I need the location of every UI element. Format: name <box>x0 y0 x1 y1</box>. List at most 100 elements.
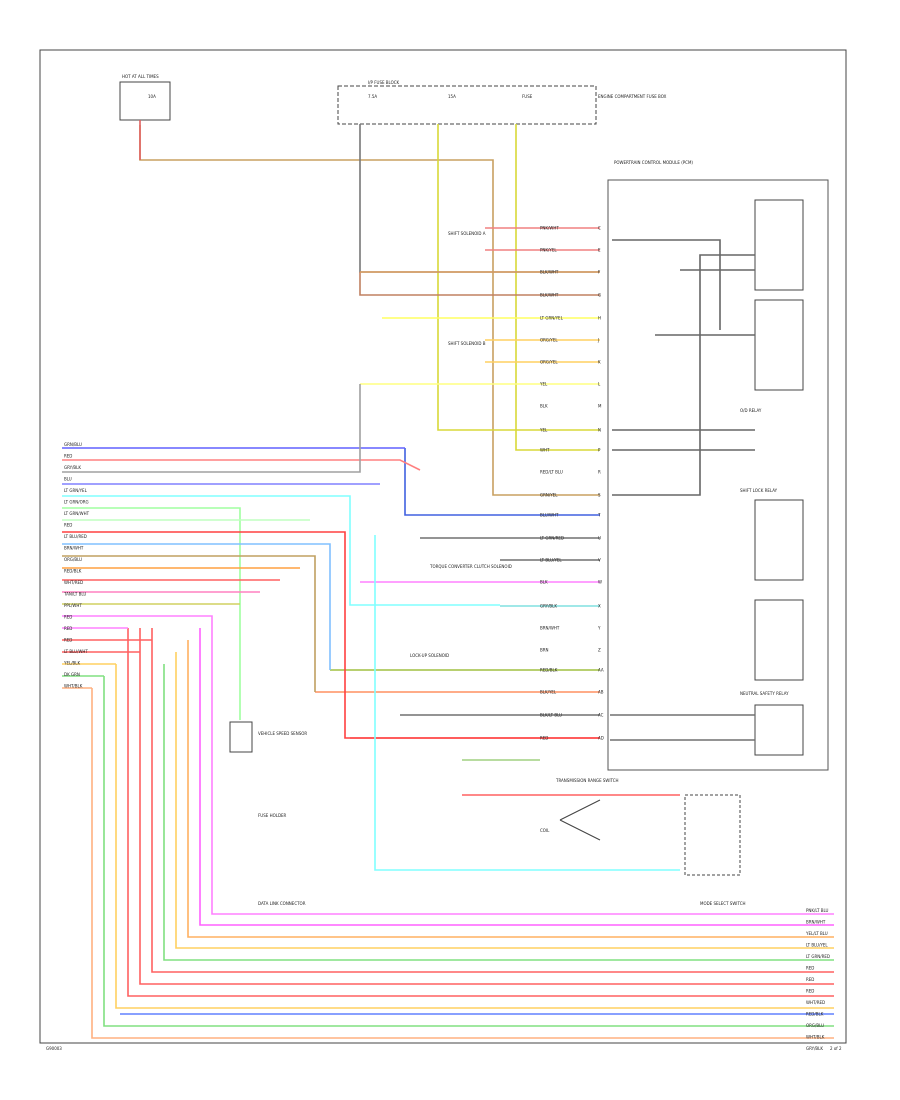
pcm-wire-label: BLU/WHT <box>540 513 559 518</box>
hot-at-all-times-fuse: HOT AT ALL TIMES 10A <box>119 74 171 121</box>
pcm-wire-label: GRY/BLK <box>540 604 557 609</box>
fuse-15a-label: 15A <box>448 94 456 99</box>
left-wire-label: RED <box>64 523 72 528</box>
left-wire-label: GRY/BLK <box>64 465 81 470</box>
pcm-wire-label: ORG/YEL <box>540 338 558 343</box>
left-wire-label: RED <box>64 638 72 643</box>
pcm-pin-wires <box>315 227 600 739</box>
pcm-pin-label: P <box>598 448 601 453</box>
pcm-pin-label: M <box>598 404 602 409</box>
pcm-pin-label: L <box>598 382 601 387</box>
pcm-pin-label: N <box>598 428 601 433</box>
left-wire-label: LT GRN/WHT <box>64 511 90 516</box>
pcm-pin-label: U <box>598 536 601 541</box>
left-wire-label: RED/BLK <box>64 569 82 574</box>
right-wire-label: WHT/BLK <box>806 1035 825 1040</box>
mode-switch: MODE SELECT SWITCH <box>684 794 746 906</box>
pcm-wire-label: LT GRN/YEL <box>540 316 564 321</box>
pcm-pin-label: AB <box>598 690 604 695</box>
neutral-relay-label: NEUTRAL SAFETY RELAY <box>740 691 789 696</box>
pcm-pin-label: W <box>598 580 602 585</box>
right-wire-label: RED/BLK <box>806 1012 824 1017</box>
engine-compartment-label: ENGINE COMPARTMENT FUSE BOX <box>598 94 667 99</box>
hot-at-all-times-label: HOT AT ALL TIMES <box>122 74 159 79</box>
right-wire-label: WHT/RED <box>806 1000 825 1005</box>
pcm-pin-label: T <box>597 513 601 518</box>
diagram-frame <box>39 49 847 1044</box>
pcm-pin-label: Z <box>598 648 601 653</box>
pcm-pin-label: AA <box>598 668 604 673</box>
right-wire-label: RED <box>806 989 814 994</box>
pcm-wire-label: YEL <box>539 382 548 387</box>
pcm-wire-label: BLK <box>540 580 548 585</box>
left-wire-label: LT BLU/RED <box>64 534 87 539</box>
pcm-wire-label: BRN/WHT <box>540 626 560 631</box>
pcm-wire-label: BRN <box>540 648 549 653</box>
left-wire-label: ORG/BLU <box>64 557 82 562</box>
pcm-wire-label: PNK/YEL <box>540 248 557 253</box>
left-wire-label: LT GRN/YEL <box>64 488 88 493</box>
left-wire-label: RED <box>64 615 72 620</box>
right-wire-label: ORG/BLU <box>806 1023 824 1028</box>
pcm-pin-label: H <box>598 316 601 321</box>
pcm-label: POWERTRAIN CONTROL MODULE (PCM) <box>614 160 693 165</box>
tr-switch: COIL TRANSMISSION RANGE SWITCH <box>540 778 619 841</box>
left-wire-label: YEL/BLK <box>63 661 81 666</box>
left-wire-label: DK GRN <box>64 672 80 677</box>
pcm-wire-label: LT BLU/YEL <box>540 558 562 563</box>
pcm-wire-label: WHT <box>540 448 550 453</box>
bottom-bus-wires <box>62 627 834 1039</box>
left-wire-label: WHT/RED <box>64 580 83 585</box>
pcm-pin-label: J <box>597 338 599 343</box>
left-wire-label: RED <box>64 626 72 631</box>
pcm-wire-label: ORG/YEL <box>540 360 558 365</box>
pcm-wire-label: BLK/YEL <box>540 690 557 695</box>
speed-sensor-label: VEHICLE SPEED SENSOR <box>258 731 307 736</box>
pcm-wire-label: BLK <box>540 404 548 409</box>
right-wire-label: GRY/BLK <box>806 1046 823 1051</box>
right-wire-label: PNK/LT BLU <box>806 908 829 913</box>
coil-label: COIL <box>540 828 550 833</box>
speed-sensor: VEHICLE SPEED SENSOR <box>229 721 307 753</box>
left-wire-label: RED <box>64 454 72 459</box>
shift-solenoid-b-label: SHIFT SOLENOID B <box>448 341 486 346</box>
relay-switches: O/D RELAY SHIFT LOCK RELAY NEUTRAL SAFET… <box>740 199 804 756</box>
pcm-wire-label: RED <box>540 736 548 741</box>
pcm-pin-label: G <box>598 293 601 298</box>
feed-wires <box>139 120 600 496</box>
o2-relay-label: O/D RELAY <box>740 408 762 413</box>
left-wire-label: TAN/LT BLU <box>63 592 86 597</box>
footer-code: G90003 <box>46 1046 62 1051</box>
fuse-7-5a-label: 7.5A <box>368 94 377 99</box>
right-wire-label: BRN/WHT <box>806 920 826 925</box>
ip-fuse-block-label: I/P FUSE BLOCK <box>368 80 400 85</box>
pcm-wire-label: LT GRN/RED <box>540 536 564 541</box>
mode-switch-label: MODE SELECT SWITCH <box>700 901 746 906</box>
data-link-label: DATA LINK CONNECTOR <box>258 901 306 906</box>
pcm-wire-label: PNK/WHT <box>540 226 559 231</box>
lock-up-solenoid-label: LOCK-UP SOLENOID <box>410 653 449 658</box>
pcm-pin-label: V <box>598 558 601 563</box>
right-wire-label: RED <box>806 977 814 982</box>
tr-switch-label: TRANSMISSION RANGE SWITCH <box>555 778 619 783</box>
pcm-wire-label: GRN/YEL <box>540 493 558 498</box>
ip-fuse-block: I/P FUSE BLOCK 7.5A 15A FUSE ENGINE COMP… <box>337 80 667 125</box>
left-wire-label: WHT/BLK <box>64 684 83 689</box>
pcm-pin-label: E <box>598 248 601 253</box>
pcm-wire-label: BLK/WHT <box>540 293 559 298</box>
fuse-label: FUSE <box>522 94 533 99</box>
fuse-holder-label: FUSE HOLDER <box>258 813 287 818</box>
left-wire-label: PPL/WHT <box>64 603 82 608</box>
left-wire-label: BLU <box>64 477 72 482</box>
pcm-wire-label: YEL <box>539 428 548 433</box>
pcm-pin-label: K <box>598 360 601 365</box>
pcm-internal-wires <box>612 239 755 496</box>
sensor-wires <box>374 535 755 871</box>
right-wire-label: YEL/LT BLU <box>805 931 828 936</box>
left-wire-label: LT BLU/WHT <box>64 649 88 654</box>
pcm-pin-label: S <box>598 493 601 498</box>
left-bus-wires <box>62 384 834 915</box>
